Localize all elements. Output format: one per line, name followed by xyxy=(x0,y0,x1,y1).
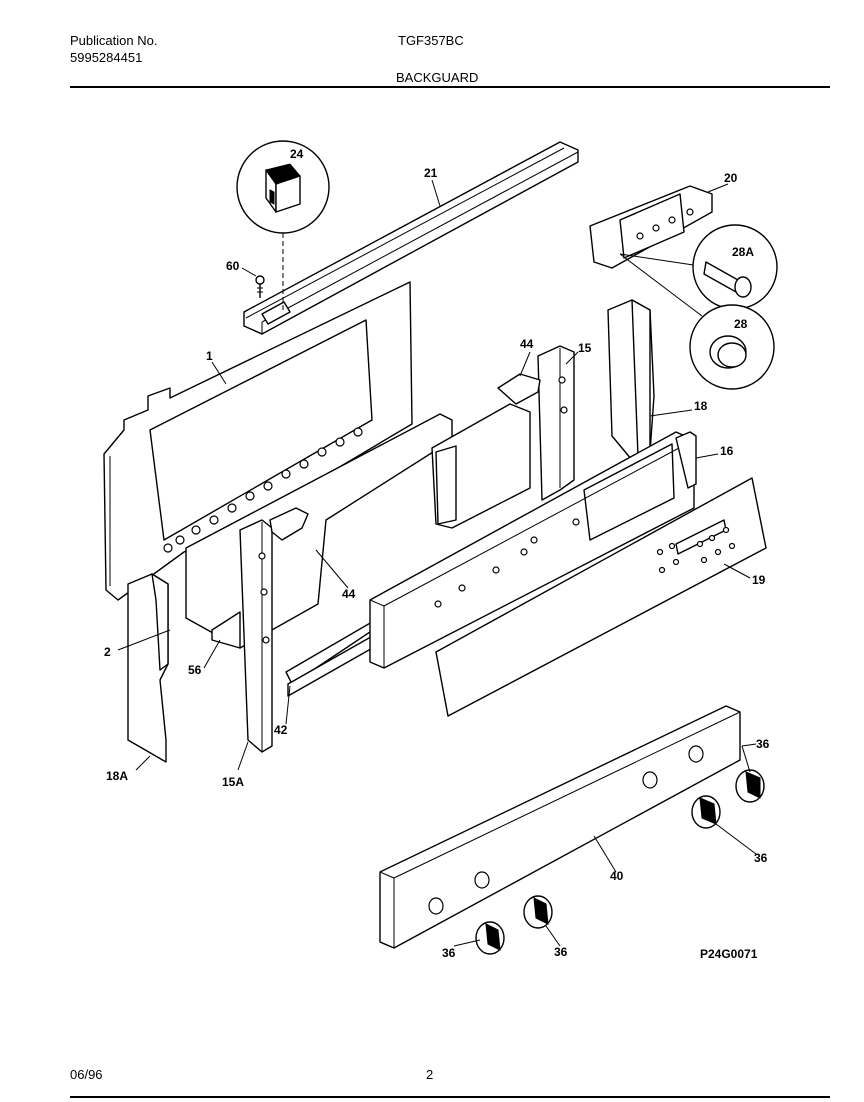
part-20-clock-control xyxy=(589,185,713,269)
part-36-knob-4 xyxy=(475,921,505,955)
part-36-knob-2 xyxy=(691,795,721,829)
callout-36-right: 36 xyxy=(754,851,768,865)
part-36-knob-3 xyxy=(523,895,553,929)
callout-20: 20 xyxy=(724,171,738,185)
callout-36-top-right: 36 xyxy=(756,737,770,751)
leader-lines xyxy=(117,179,757,947)
callout-44-right: 44 xyxy=(520,337,534,351)
figure-code: P24G0071 xyxy=(700,947,758,961)
part-18-right-end-cap xyxy=(607,299,655,461)
part-15-right-side-bracket xyxy=(537,345,575,501)
part-28A-knob-shaft-inset xyxy=(692,224,778,310)
header-rule xyxy=(70,86,830,88)
part-36-knob-1 xyxy=(735,769,765,803)
callout-28: 28 xyxy=(734,317,748,331)
publication-number: 5995284451 xyxy=(70,50,143,65)
part-44-left-bracket xyxy=(269,507,309,541)
callout-36-bottom-left: 36 xyxy=(442,946,456,960)
callout-19: 19 xyxy=(752,573,766,587)
publication-label: Publication No. xyxy=(70,33,158,48)
footer-rule xyxy=(70,1096,830,1098)
control-panel-frame xyxy=(369,431,695,669)
callout-60: 60 xyxy=(226,259,240,273)
callout-40: 40 xyxy=(610,869,624,883)
callout-28A: 28A xyxy=(732,245,754,259)
part-28-knob-inset xyxy=(689,304,775,390)
part-44-right-bracket xyxy=(497,373,541,405)
callout-15A: 15A xyxy=(222,775,244,789)
part-24-switch-inset xyxy=(236,140,330,312)
callout-2: 2 xyxy=(104,645,111,659)
part-60-screw xyxy=(255,275,265,298)
part-19-front-panel xyxy=(435,477,767,717)
callout-44-left: 44 xyxy=(342,587,356,601)
callout-1: 1 xyxy=(206,349,213,363)
callout-21: 21 xyxy=(424,166,438,180)
part-40-manifold-panel xyxy=(379,705,741,949)
heat-shield-box xyxy=(431,403,531,529)
part-15A-left-side-bracket xyxy=(239,519,273,753)
page-number: 2 xyxy=(426,1067,434,1082)
callout-16: 16 xyxy=(720,444,734,458)
model-number: TGF357BC xyxy=(398,33,464,48)
callout-42: 42 xyxy=(274,723,288,737)
callout-36-bottom: 36 xyxy=(554,945,568,959)
callout-15: 15 xyxy=(578,341,592,355)
footer-date: 06/96 xyxy=(70,1067,103,1082)
callout-18A: 18A xyxy=(106,769,128,783)
callout-18: 18 xyxy=(694,399,708,413)
part-42-strip xyxy=(285,621,377,697)
section-title: BACKGUARD xyxy=(396,70,479,85)
part-16-bracket xyxy=(675,431,697,489)
callout-56: 56 xyxy=(188,663,202,677)
part-18A-left-end-cap xyxy=(127,573,169,763)
callout-24: 24 xyxy=(290,147,304,161)
